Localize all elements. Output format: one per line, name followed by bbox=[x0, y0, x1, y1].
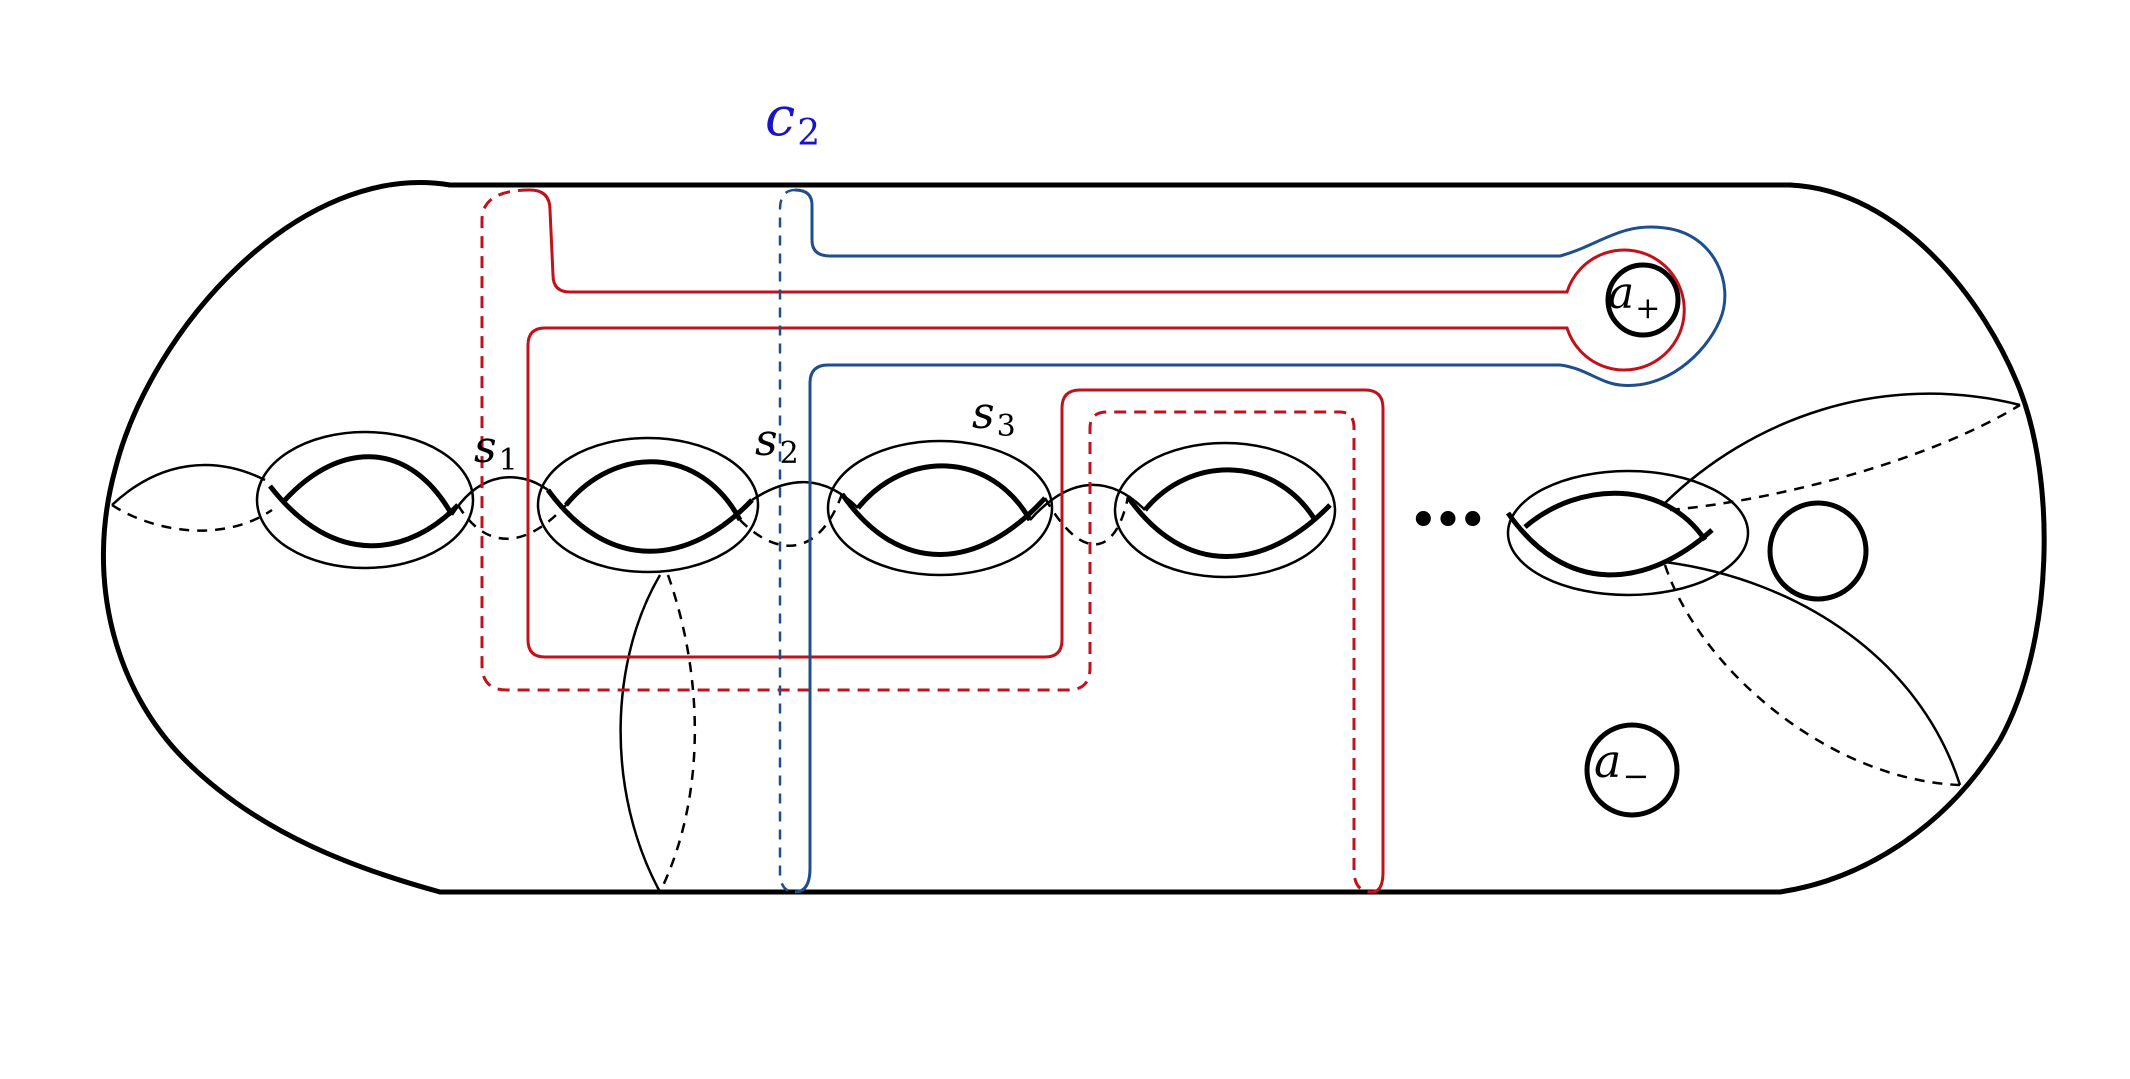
label-s1-base: s bbox=[474, 422, 497, 473]
s3-curve-dashed bbox=[1043, 496, 1130, 546]
left-meridian bbox=[111, 463, 273, 532]
boundary-a-plus bbox=[1605, 262, 1681, 338]
lower-arc-solid bbox=[1664, 560, 1962, 786]
handle-4-hole-bottom bbox=[1125, 495, 1332, 559]
lower-arc-dashed bbox=[1663, 564, 1961, 787]
boundary-circle-right bbox=[1767, 500, 1869, 602]
handle-5-hole-top bbox=[1523, 490, 1708, 542]
meridian-handle-2-solid bbox=[619, 574, 662, 893]
surface-left-cap bbox=[100, 180, 453, 895]
handle-3 bbox=[826, 439, 1054, 577]
handle-2-hole-top bbox=[564, 459, 743, 522]
surface-outline bbox=[100, 180, 2047, 895]
label-s1-sub: 1 bbox=[499, 443, 518, 478]
handle-1 bbox=[255, 430, 475, 570]
handle-5-hole-bottom bbox=[1505, 511, 1714, 578]
label-a-minus-base: a bbox=[1594, 734, 1621, 788]
handle-1-hole-top bbox=[283, 454, 455, 517]
surface-right-cap bbox=[1777, 182, 2047, 895]
label-c2-sub: 2 bbox=[797, 113, 820, 154]
upper-arc-solid bbox=[1664, 392, 2021, 504]
s2-curve-dashed bbox=[739, 493, 844, 547]
label-a-plus-sub: + bbox=[1635, 291, 1660, 326]
handle-2-hole-bottom bbox=[545, 488, 754, 554]
label-s3-base: s bbox=[972, 388, 995, 439]
label-a-plus: a+ bbox=[1608, 268, 1660, 326]
blue-curve-dashed bbox=[778, 188, 796, 894]
left-meridian-dashed bbox=[111, 503, 273, 532]
label-s3: s3 bbox=[972, 388, 1016, 444]
upper-arc-dashed bbox=[1669, 403, 2021, 512]
red-curve-solid bbox=[526, 188, 1686, 894]
handle-4 bbox=[1113, 441, 1337, 579]
handle-2 bbox=[536, 436, 760, 574]
red-curve-dashed bbox=[480, 188, 1373, 894]
s1-curve-dashed bbox=[456, 504, 567, 540]
s1-curve-solid bbox=[450, 475, 549, 516]
label-a-plus-base: a bbox=[1608, 268, 1634, 319]
handle-3-ellipse bbox=[826, 439, 1054, 577]
ellipsis-dots: ••• bbox=[1408, 491, 1482, 551]
blue-curve-solid bbox=[794, 188, 1727, 894]
boundary-a-minus bbox=[1584, 722, 1680, 818]
last-handle-arcs bbox=[1663, 392, 2021, 787]
label-s3-sub: 3 bbox=[997, 409, 1016, 444]
handle-1-ellipse bbox=[255, 430, 475, 570]
label-s1: s1 bbox=[474, 422, 518, 478]
handle-4-ellipse bbox=[1113, 441, 1337, 579]
meridian-handle-2 bbox=[619, 574, 697, 893]
s2-curve-solid bbox=[751, 481, 859, 509]
handle-2-ellipse bbox=[536, 436, 760, 574]
label-s2-sub: 2 bbox=[780, 436, 799, 471]
label-c2: c2 bbox=[765, 85, 820, 154]
label-a-minus: a− bbox=[1594, 734, 1649, 795]
left-meridian-solid bbox=[111, 463, 266, 506]
handle-5 bbox=[1505, 469, 1750, 597]
label-a-minus-sub: − bbox=[1622, 757, 1649, 795]
handle-1-hole-bottom bbox=[268, 484, 460, 549]
label-s2-base: s bbox=[755, 415, 778, 466]
meridian-handle-2-dashed bbox=[658, 574, 697, 893]
label-c2-base: c bbox=[765, 85, 795, 148]
handle-4-hole-top bbox=[1143, 467, 1318, 522]
handle-3-hole-top bbox=[856, 463, 1033, 522]
handle-5-ellipse bbox=[1506, 469, 1750, 597]
handle-3-hole-bottom bbox=[839, 492, 1047, 557]
label-s2: s2 bbox=[755, 415, 799, 471]
